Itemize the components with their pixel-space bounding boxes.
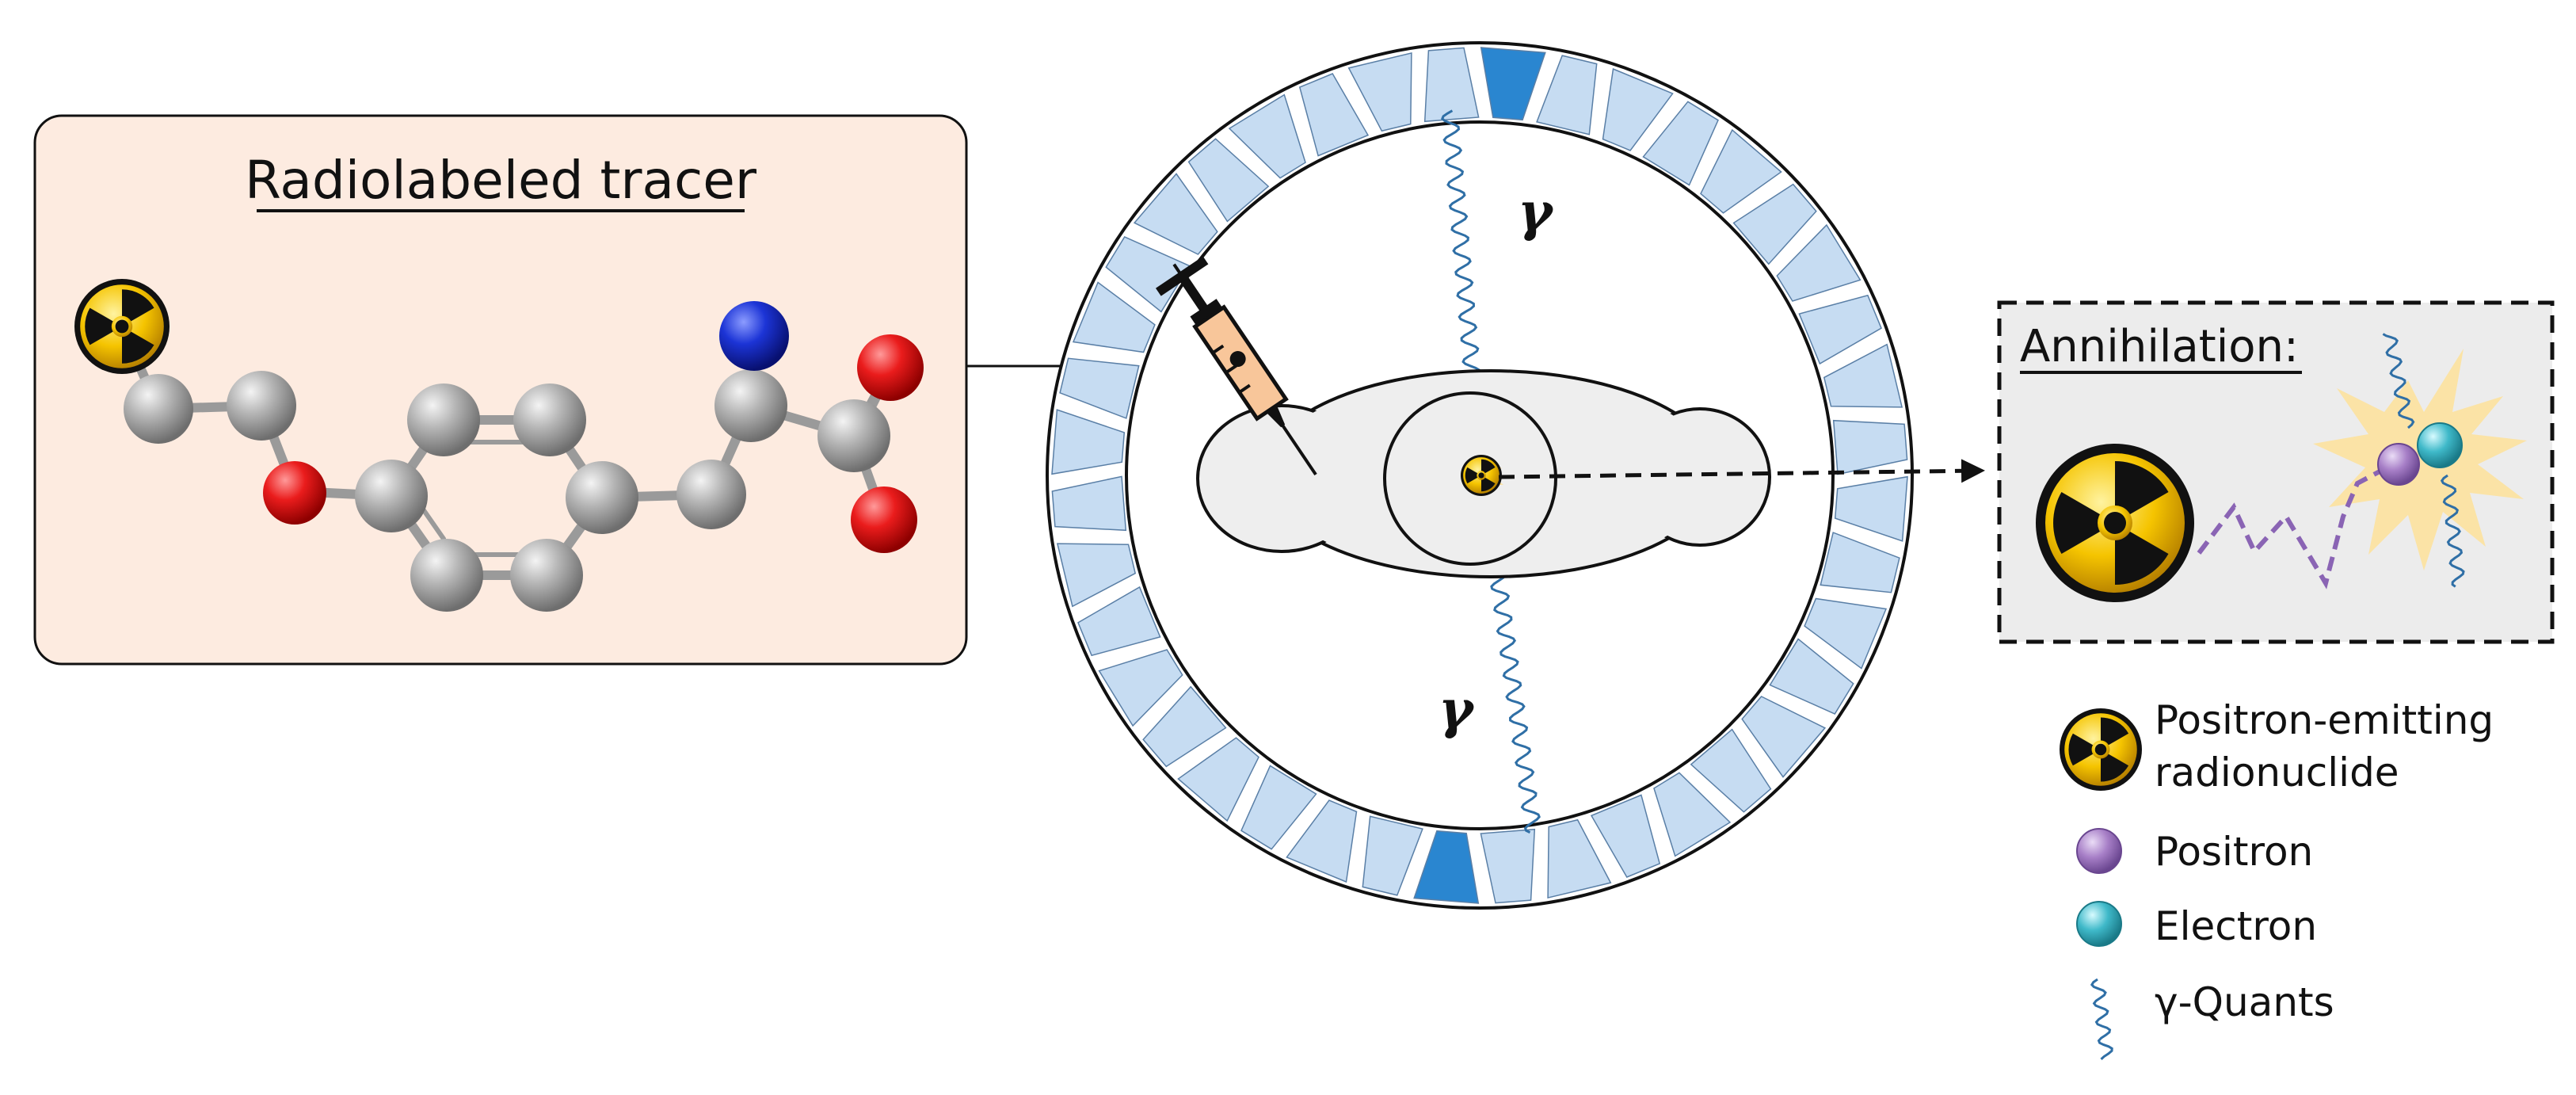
- detector-block: [1769, 638, 1854, 715]
- legend-item-4-label: γ-Quants: [2155, 979, 2334, 1025]
- carbon-atom: [513, 383, 586, 456]
- carbon-atom: [355, 460, 428, 532]
- legend-item-2-label: Positron: [2155, 829, 2313, 875]
- annihilation-panel: Annihilation:: [1997, 300, 2555, 644]
- detector-block: [1776, 223, 1862, 302]
- detector-block: [1056, 543, 1137, 608]
- detector-block: [1187, 138, 1270, 223]
- carbon-atom: [227, 371, 296, 441]
- carbon-atom: [124, 374, 193, 444]
- legend-radiation-icon: [2059, 708, 2142, 791]
- legend-electron-icon: [2076, 901, 2122, 947]
- carbon-atom: [566, 461, 638, 534]
- positron-icon: [2377, 443, 2420, 486]
- tracer-panel: Radiolabeled tracer: [33, 114, 968, 666]
- radiation-icon: [74, 279, 170, 374]
- detector-block: [1177, 737, 1259, 822]
- detector-block: [1820, 532, 1900, 593]
- gamma-label-bottom: γ: [1439, 678, 1476, 740]
- annihilation-panel-title: Annihilation:: [2020, 321, 2299, 372]
- detector-block: [1547, 818, 1612, 899]
- electron-icon: [2417, 422, 2463, 468]
- detector-block: [1804, 597, 1888, 670]
- detector-block: [1347, 52, 1412, 132]
- gamma-label-top: γ: [1518, 181, 1555, 242]
- nitrogen-atom: [719, 301, 789, 371]
- carbon-atom: [410, 539, 483, 612]
- radiation-icon: [1460, 455, 1502, 496]
- annihilation-arrow: [1498, 459, 1985, 483]
- annihilation-flash: [2313, 349, 2527, 570]
- detector-block: [1286, 799, 1358, 883]
- detector-block: [1142, 685, 1227, 768]
- oxygen-atom: [851, 486, 917, 553]
- molecule-atoms: [124, 301, 924, 612]
- detector-block: [1834, 475, 1908, 542]
- oxygen-atom: [857, 334, 924, 401]
- carbon-atom: [407, 383, 480, 456]
- detector-block: [1741, 696, 1827, 778]
- legend: Positron-emitting radionuclide Positron …: [2059, 697, 2494, 1060]
- detector-block: [1240, 765, 1317, 850]
- detector-block: [1602, 67, 1674, 151]
- carbon-atom: [714, 369, 787, 442]
- detector-block-active: [1413, 830, 1480, 904]
- detector-block: [1051, 475, 1127, 532]
- detector-block: [1133, 173, 1218, 255]
- detector-block: [1051, 409, 1126, 475]
- detector-block: [1642, 101, 1719, 186]
- syringe-icon: [1155, 256, 1317, 476]
- carbon-atom: [510, 539, 583, 612]
- detector-block: [1228, 93, 1306, 179]
- detector-block: [1059, 357, 1140, 419]
- oxygen-atom: [263, 461, 326, 525]
- gamma-wave-panel-up: [2382, 333, 2415, 429]
- legend-item-1-line1: Positron-emitting: [2155, 697, 2494, 743]
- tracer-panel-title: Radiolabeled tracer: [245, 150, 757, 211]
- detector-block: [1653, 772, 1732, 857]
- detector-block: [1590, 794, 1661, 878]
- carbon-atom: [817, 399, 890, 472]
- detector-ring: [1051, 47, 1908, 904]
- tracer-panel-box: [33, 114, 968, 666]
- radiation-icon: [2034, 444, 2194, 602]
- detector-block: [1423, 47, 1480, 123]
- detector-block: [1098, 649, 1183, 727]
- gamma-wave-panel-down: [2440, 474, 2465, 588]
- detector-block: [1690, 728, 1772, 813]
- detector-block: [1732, 183, 1817, 265]
- detector-block: [1798, 294, 1882, 365]
- legend-item-1-line2: radionuclide: [2155, 750, 2399, 795]
- detector-block: [1298, 73, 1370, 157]
- legend-item-3-label: Electron: [2155, 903, 2317, 949]
- detector-block: [1480, 828, 1536, 904]
- legend-gamma-wave-icon: [2090, 978, 2113, 1060]
- carbon-atom: [676, 460, 746, 529]
- detector-block: [1362, 815, 1423, 896]
- legend-positron-icon: [2076, 828, 2122, 874]
- detector-block: [1700, 128, 1782, 214]
- detector-block: [1536, 55, 1598, 135]
- detector-block: [1077, 586, 1161, 657]
- detector-block: [1072, 281, 1156, 353]
- detector-block: [1823, 343, 1903, 408]
- detector-block-active: [1480, 47, 1546, 121]
